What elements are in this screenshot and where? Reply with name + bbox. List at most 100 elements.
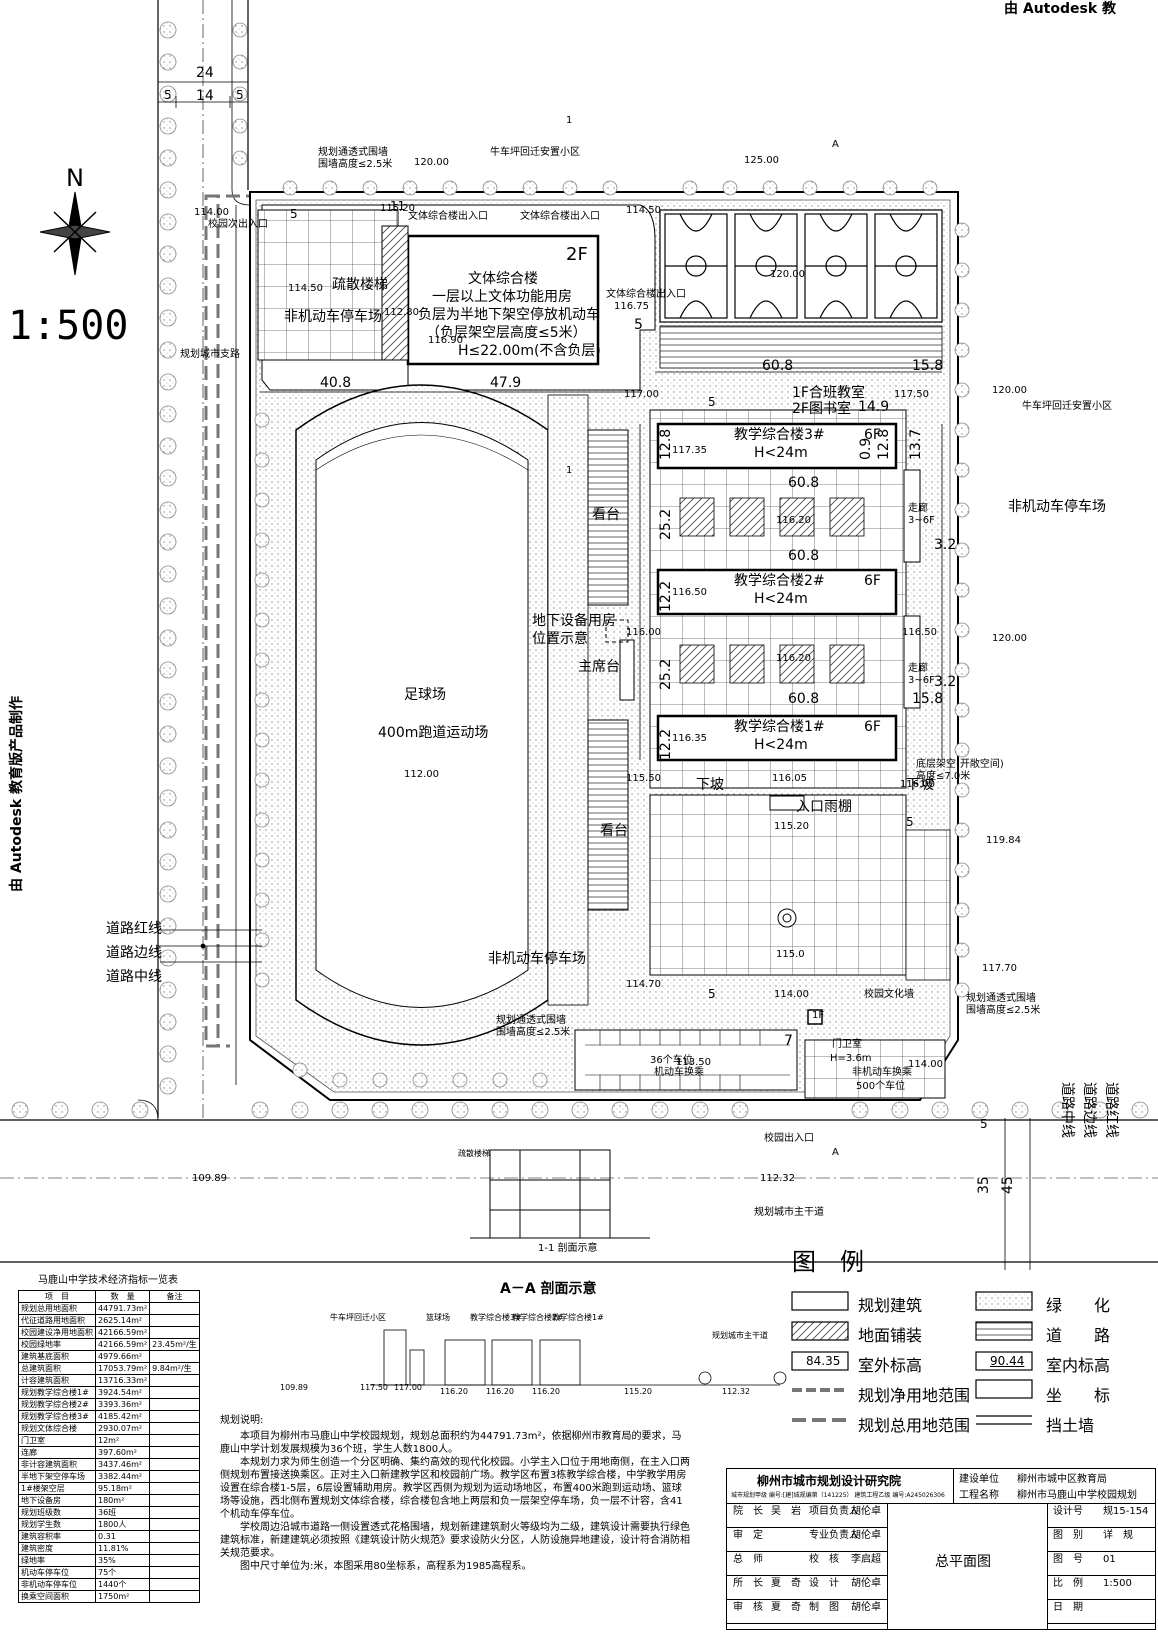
eco-cell: 4979.66m² <box>94 1350 151 1363</box>
building-3 <box>656 422 898 470</box>
legend-greenery: 绿 化 <box>1046 1296 1111 1315</box>
institute-name: 柳州市城市规划设计研究院 <box>757 1474 902 1488</box>
eco-cell: 0.31 <box>94 1530 151 1543</box>
planned-branch-road: 规划城市支路 <box>180 349 240 360</box>
track-label: 400m跑道运动场 <box>378 725 489 741</box>
cross-label: 教学综合楼2# <box>512 1313 564 1322</box>
elev: 115.20 <box>774 821 809 832</box>
bike-transfer-label-2: 500个车位 <box>856 1081 906 1092</box>
nw-bike-parking-label: 非机动车停车场 <box>284 309 382 325</box>
fence-note-se-2: 围墙高度≤2.5米 <box>966 1005 1041 1016</box>
dim-608d: 60.8 <box>788 691 820 707</box>
sign-name2: 胡伦卓 <box>851 1578 881 1589</box>
sign-name2: 胡伦卓 <box>851 1530 881 1541</box>
underground-room: 地下设备用房 <box>532 613 616 629</box>
eco-cell: 75个 <box>94 1566 151 1579</box>
eco-cell <box>149 1386 200 1399</box>
bike-parking-s: 非机动车停车场 <box>488 951 586 967</box>
corridor-b-floors: 3~6F <box>908 675 935 686</box>
eco-cell: 规划教学综合楼3# <box>18 1410 96 1423</box>
cross-elev: 116.20 <box>440 1387 468 1396</box>
elev: 119.84 <box>986 835 1021 846</box>
main-stand <box>619 639 635 701</box>
eco-cell: 13716.33m² <box>94 1374 151 1387</box>
eco-cell: 计容建筑面积 <box>18 1374 96 1387</box>
dim-158b: 15.8 <box>912 691 944 707</box>
sign-name2: 胡伦卓 <box>851 1506 881 1517</box>
eco-cell: 23.45m²/生 <box>149 1338 200 1351</box>
elev: 116.20 <box>776 653 811 664</box>
eco-head-cell: 项 目 <box>18 1290 96 1303</box>
eco-cell: 36班 <box>94 1506 151 1519</box>
eco-cell: 44791.73m² <box>94 1302 151 1315</box>
eco-cell: 2930.07m² <box>94 1422 151 1435</box>
side-gate-label: 校园次出入口 <box>208 219 268 230</box>
eco-row: 规划教学综合楼3#4185.42m² <box>18 1410 200 1423</box>
institute-sub: 城市规划甲级 编号:[建]城规编第（141225） 建筑工程乙级 编号:A245… <box>731 1492 945 1499</box>
elev: 114.50 <box>626 205 661 216</box>
bldg1-height: H<24m <box>754 737 808 753</box>
bldg1-floors: 6F <box>864 719 881 735</box>
neighbor-north: 牛车坪回迁安置小区 <box>490 147 580 158</box>
legend-indoor-elev: 室内标高 <box>1046 1356 1111 1375</box>
dim-5e: 5 <box>708 395 716 409</box>
eco-head-cell: 数 量 <box>94 1290 151 1303</box>
stands-north <box>587 429 629 606</box>
legend-retaining-wall: 挡土墙 <box>1046 1416 1095 1435</box>
road-center-v: 道路中线 <box>1059 1082 1075 1138</box>
eco-cell: 半地下架空停车场 <box>18 1470 96 1483</box>
eco-cell: 35% <box>94 1554 151 1567</box>
bike-parking-e: 非机动车停车场 <box>1008 499 1106 515</box>
sign-name: 夏 奇 <box>771 1602 801 1613</box>
meta-value: 详 规 <box>1103 1530 1133 1541</box>
section-marker-a2: A <box>832 1147 839 1158</box>
dim-608a: 60.8 <box>762 358 794 374</box>
eco-cell: 校园建设净用地面积 <box>18 1326 96 1339</box>
eco-cell: 非计容建筑面积 <box>18 1458 96 1471</box>
dim-14: 14 <box>196 88 214 104</box>
eco-cell: 代征道路用地面积 <box>18 1314 96 1327</box>
dim-24: 24 <box>196 65 214 81</box>
eco-cell: 9.84m²/生 <box>149 1362 200 1375</box>
eco-cell: 规划学生数 <box>18 1518 96 1531</box>
underground-room-2: 位置示意 <box>532 631 588 647</box>
drawing-name: 总平面图 <box>935 1554 991 1570</box>
eco-cell: 11.81% <box>94 1542 151 1555</box>
cross-label: 篮球场 <box>426 1313 450 1322</box>
bldg3-height: H<24m <box>754 445 808 461</box>
section-aa <box>370 1329 787 1386</box>
dim-149: 14.9 <box>858 399 890 415</box>
eco-head-cell: 备注 <box>149 1290 200 1303</box>
eco-cell <box>149 1590 200 1603</box>
culture-floors: 2F <box>566 244 588 265</box>
eco-cell <box>149 1302 200 1315</box>
elev: 116.00 <box>900 779 935 790</box>
sign-role: 总 师 <box>733 1554 763 1565</box>
dim-408: 40.8 <box>320 375 352 391</box>
dim-5a: 5 <box>164 88 172 102</box>
cross-elev: 117.50 <box>360 1383 388 1392</box>
eco-cell: 规划班级数 <box>18 1506 96 1519</box>
cross-label: 规划城市主干道 <box>712 1331 768 1340</box>
elev: 113.50 <box>676 1057 711 1068</box>
dim-479: 47.9 <box>490 375 522 391</box>
north-arrow <box>39 191 111 276</box>
elev: 116.00 <box>626 627 661 638</box>
eco-cell <box>149 1518 200 1531</box>
notes-p4: 图中尺寸单位为:米，本图采用80坐标系，高程系为1985高程系。 <box>240 1561 532 1572</box>
eco-cell: 42166.59m² <box>94 1338 151 1351</box>
meta-key: 设计号 <box>1053 1506 1083 1517</box>
sign-name2: 胡伦卓 <box>851 1602 881 1613</box>
eco-cell <box>149 1494 200 1507</box>
corridor-a-floors: 3~6F <box>908 515 935 526</box>
bike-transfer <box>804 1039 946 1099</box>
culture-wall: 校园文化墙 <box>864 989 914 1000</box>
bldg2-floors: 6F <box>864 573 881 589</box>
